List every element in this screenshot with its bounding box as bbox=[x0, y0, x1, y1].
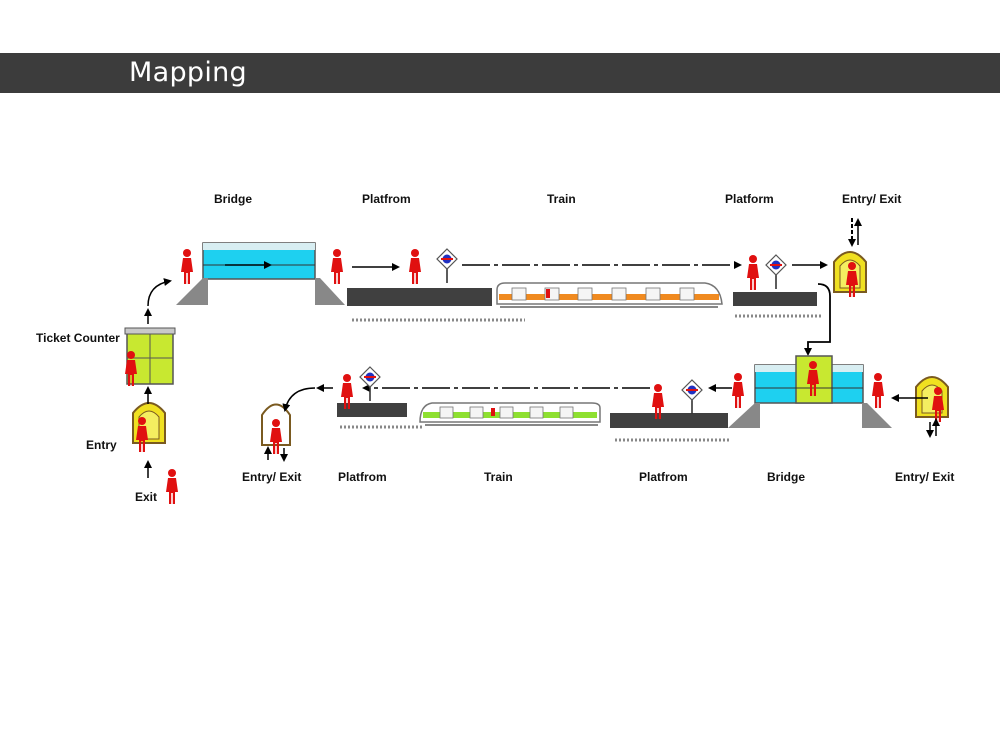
person-icon bbox=[732, 373, 744, 408]
label-entry-exit: Entry/ Exit bbox=[242, 470, 301, 484]
metro-sign-icon bbox=[681, 379, 703, 415]
person-icon bbox=[747, 255, 759, 290]
person-icon bbox=[166, 469, 178, 504]
ticket-counter bbox=[124, 327, 176, 385]
flow-arrow bbox=[147, 278, 172, 307]
flow-arrow bbox=[804, 283, 831, 356]
label-entry-exit: Entry/ Exit bbox=[842, 192, 901, 206]
page-title: Mapping bbox=[129, 57, 247, 88]
title-bar: Mapping bbox=[0, 53, 1000, 93]
person-icon bbox=[409, 249, 421, 284]
top-bridge bbox=[176, 242, 345, 305]
flow-arrow bbox=[282, 387, 316, 412]
label-ticket-counter: Ticket Counter bbox=[36, 331, 120, 345]
label-bridge: Bridge bbox=[214, 192, 252, 206]
label-bridge: Bridge bbox=[767, 470, 805, 484]
label-platform: Platfrom bbox=[362, 192, 411, 206]
bottom-platform-1 bbox=[337, 403, 424, 429]
top-train bbox=[496, 282, 723, 308]
label-platform: Platform bbox=[725, 192, 774, 206]
person-icon bbox=[872, 373, 884, 408]
person-icon bbox=[331, 249, 343, 284]
bottom-platform-2 bbox=[610, 413, 730, 442]
metro-sign-icon bbox=[436, 248, 458, 284]
bottom-train bbox=[419, 402, 601, 426]
label-exit: Exit bbox=[135, 490, 157, 504]
metro-sign-icon bbox=[359, 366, 381, 402]
label-train: Train bbox=[484, 470, 513, 484]
label-platform: Platfrom bbox=[639, 470, 688, 484]
label-entry-exit: Entry/ Exit bbox=[895, 470, 954, 484]
label-platform: Platfrom bbox=[338, 470, 387, 484]
metro-sign-icon bbox=[765, 254, 787, 290]
label-entry: Entry bbox=[86, 438, 117, 452]
top-platform-2 bbox=[733, 292, 822, 318]
entry-exit-booth bbox=[915, 376, 949, 418]
person-icon bbox=[181, 249, 193, 284]
top-platform-1 bbox=[347, 288, 525, 322]
label-train: Train bbox=[547, 192, 576, 206]
